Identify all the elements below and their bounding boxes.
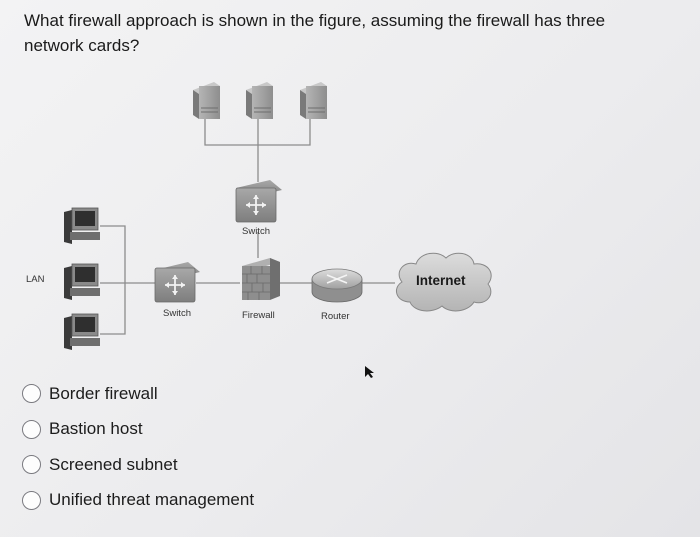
- lan-label: LAN: [26, 274, 45, 285]
- option-screened-subnet[interactable]: Screened subnet: [22, 447, 254, 483]
- option-border-firewall[interactable]: Border firewall: [22, 376, 254, 412]
- internet-label: Internet: [416, 273, 466, 288]
- workstation-icon: [64, 263, 100, 300]
- server-icon: [246, 82, 273, 119]
- cloud-icon: [395, 252, 492, 312]
- server-icon: [193, 82, 220, 119]
- radio-button[interactable]: [22, 419, 41, 439]
- switch-top-label: Switch: [242, 226, 270, 237]
- radio-button[interactable]: [22, 384, 41, 404]
- option-label: Screened subnet: [49, 454, 178, 474]
- connection-lines: [100, 118, 395, 335]
- option-bastion-host[interactable]: Bastion host: [22, 412, 254, 448]
- switch-icon: [154, 262, 200, 303]
- router-label: Router: [321, 311, 350, 322]
- switch-icon: [235, 180, 282, 223]
- answer-options: Border firewall Bastion host Screened su…: [22, 376, 254, 518]
- firewall-label: Firewall: [242, 310, 275, 321]
- radio-button[interactable]: [22, 490, 41, 510]
- switch-lan-label: Switch: [163, 308, 191, 319]
- option-unified-threat-management[interactable]: Unified threat management: [22, 483, 254, 519]
- question-text: What firewall approach is shown in the f…: [24, 11, 606, 55]
- mouse-cursor-icon: [365, 366, 374, 378]
- option-label: Unified threat management: [49, 490, 255, 510]
- option-label: Bastion host: [49, 419, 143, 439]
- firewall-icon: [242, 258, 280, 300]
- workstation-icon: [64, 313, 100, 350]
- option-label: Border firewall: [49, 383, 158, 403]
- radio-button[interactable]: [22, 455, 41, 475]
- router-icon: [311, 268, 363, 303]
- workstation-icon: [64, 207, 100, 244]
- server-icon: [300, 82, 327, 119]
